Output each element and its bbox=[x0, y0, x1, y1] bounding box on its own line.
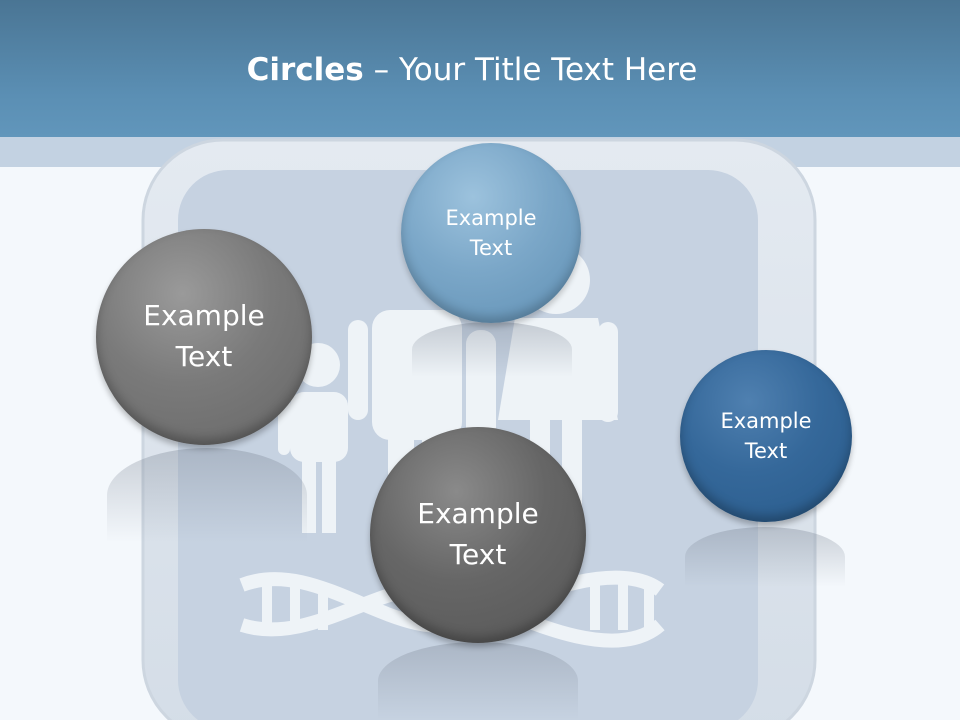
circle-reflection bbox=[107, 448, 307, 543]
title-bold: Circles bbox=[246, 52, 364, 88]
example-circle-right[interactable]: Example Text bbox=[680, 350, 852, 522]
circle-label: Example Text bbox=[417, 494, 538, 575]
circle-reflection bbox=[412, 322, 572, 377]
circle-label-line1: Example bbox=[720, 408, 812, 433]
circle-label-line1: Example bbox=[445, 205, 537, 230]
circle-label-line2: Text bbox=[449, 538, 507, 571]
circle-label: Example Text bbox=[143, 296, 264, 377]
circle-label-line1: Example bbox=[143, 299, 265, 333]
circle-label-line1: Example bbox=[417, 497, 539, 531]
example-circle-bottom[interactable]: Example Text bbox=[370, 427, 586, 643]
circle-reflection bbox=[685, 527, 845, 587]
circle-label: Example Text bbox=[720, 406, 811, 467]
circle-label: Example Text bbox=[445, 203, 536, 264]
example-circle-top[interactable]: Example Text bbox=[401, 143, 581, 323]
circle-reflection bbox=[378, 642, 578, 720]
header-bar bbox=[0, 0, 960, 137]
circle-label-line2: Text bbox=[469, 236, 513, 260]
title-rest: – Your Title Text Here bbox=[363, 52, 698, 88]
circle-label-line2: Text bbox=[744, 439, 788, 463]
circle-label-line2: Text bbox=[175, 340, 233, 373]
example-circle-left[interactable]: Example Text bbox=[96, 229, 312, 445]
slide-title: Circles – Your Title Text Here bbox=[0, 52, 944, 88]
